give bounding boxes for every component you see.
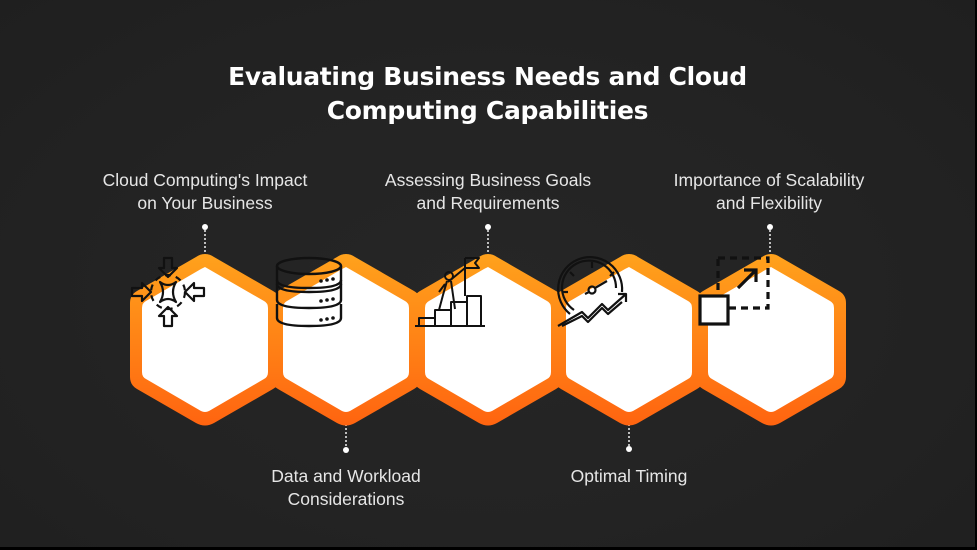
step-3-label: Assessing Business Goals and Requirement… bbox=[358, 169, 618, 215]
database-icon bbox=[275, 256, 343, 328]
step-4-label: Optimal Timing bbox=[499, 465, 759, 488]
connector-line bbox=[628, 424, 630, 450]
connector-dot bbox=[343, 447, 349, 453]
step-2-label: Data and Workload Considerations bbox=[216, 465, 476, 511]
step-4-hexagon bbox=[552, 252, 706, 428]
step-5-label-line-2: and Flexibility bbox=[715, 193, 823, 213]
title-line-2: Computing Capabilities bbox=[326, 96, 649, 125]
connector-dot bbox=[485, 224, 491, 230]
climbing-goal-flag-icon bbox=[415, 257, 485, 327]
connector-dot bbox=[202, 224, 208, 230]
step-5-hexagon bbox=[694, 252, 848, 428]
step-3-label-line-2: and Requirements bbox=[416, 193, 560, 213]
step-1-label: Cloud Computing's Impact on Your Busines… bbox=[75, 169, 335, 215]
connector-line bbox=[769, 230, 771, 254]
connector-line bbox=[487, 230, 489, 254]
speedometer-growth-icon bbox=[557, 256, 628, 327]
step-2-label-line-1: Data and Workload bbox=[271, 466, 421, 486]
connector-line bbox=[345, 424, 347, 450]
title-line-1: Evaluating Business Needs and Cloud bbox=[228, 62, 747, 91]
step-4-label-line-1: Optimal Timing bbox=[570, 466, 688, 486]
converge-arrows-icon bbox=[130, 256, 206, 328]
step-5-label: Importance of Scalability and Flexibilit… bbox=[639, 169, 899, 215]
connector-dot bbox=[626, 446, 632, 452]
step-1-label-line-2: on Your Business bbox=[137, 193, 273, 213]
step-3-label-line-1: Assessing Business Goals bbox=[384, 170, 592, 190]
connector-line bbox=[204, 230, 206, 254]
scale-up-resize-icon bbox=[698, 256, 770, 326]
step-5-label-line-1: Importance of Scalability bbox=[673, 170, 865, 190]
step-1-label-line-1: Cloud Computing's Impact bbox=[102, 170, 308, 190]
page-title: Evaluating Business Needs and Cloud Comp… bbox=[0, 60, 975, 128]
connector-dot bbox=[767, 224, 773, 230]
step-1-hexagon bbox=[128, 252, 282, 428]
step-2-label-line-2: Considerations bbox=[287, 489, 405, 509]
step-2-hexagon bbox=[269, 252, 423, 428]
step-3-hexagon bbox=[411, 252, 565, 428]
